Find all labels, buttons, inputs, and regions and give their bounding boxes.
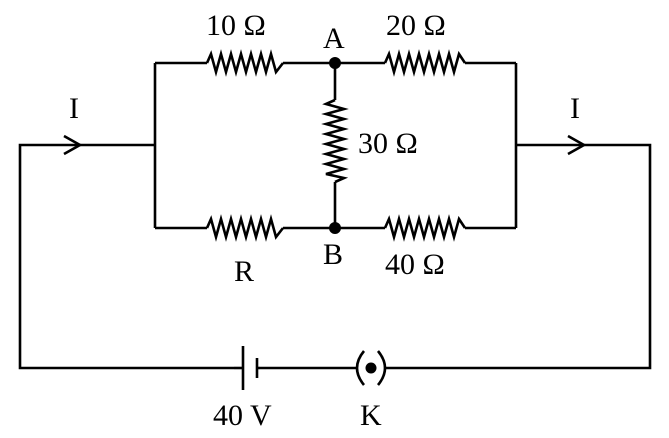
label-r: R — [234, 255, 254, 288]
resistor-40-ohm — [383, 214, 467, 242]
label-node-b: B — [323, 238, 343, 271]
label-battery-voltage: 40 V — [213, 399, 272, 432]
key-plug-dot — [365, 362, 377, 374]
label-10-ohm: 10 Ω — [206, 9, 266, 42]
current-arrow-in — [63, 134, 83, 156]
label-30-ohm: 30 Ω — [358, 127, 418, 160]
node-b-dot — [329, 222, 341, 234]
label-40-ohm: 40 Ω — [385, 248, 445, 281]
wire-left-feed — [18, 143, 234, 370]
resistor-20-ohm — [383, 49, 467, 77]
node-a-dot — [329, 57, 341, 69]
label-key: K — [360, 399, 382, 432]
label-20-ohm: 20 Ω — [386, 9, 446, 42]
resistor-r — [205, 214, 285, 242]
resistor-30-ohm — [321, 98, 349, 184]
key-right-bracket — [376, 350, 387, 386]
label-current-in: I — [69, 92, 79, 125]
label-node-a: A — [323, 22, 345, 55]
label-current-out: I — [570, 92, 580, 125]
resistor-10-ohm — [205, 49, 285, 77]
current-arrow-out — [567, 134, 587, 156]
key-left-bracket — [355, 350, 366, 386]
key-switch — [355, 350, 387, 386]
